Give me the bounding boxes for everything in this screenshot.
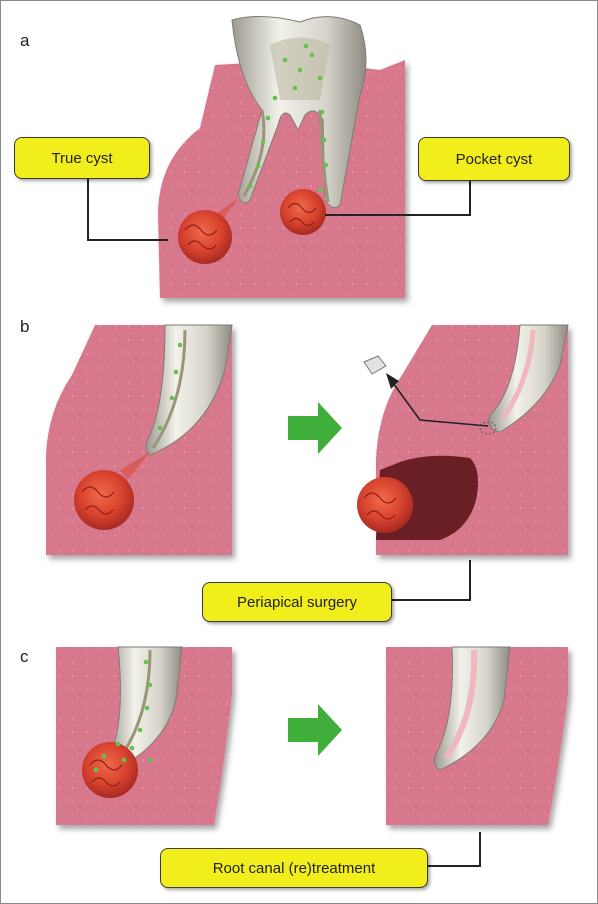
true-cyst-lesion (178, 210, 232, 264)
pocket-cyst-lesion (280, 189, 326, 235)
root-filling (443, 649, 478, 760)
bacteria-dots (247, 43, 329, 193)
removed-cyst (357, 477, 413, 533)
cyst-lesion (82, 742, 138, 798)
panel-b-after-artwork (357, 324, 569, 555)
panel-letter-c: c (20, 647, 29, 666)
root-tip-fragment (363, 355, 387, 375)
pointer-arrow-line (392, 382, 489, 427)
resection-site (479, 421, 497, 435)
pocket-cyst-leader (325, 178, 471, 216)
process-arrow-icon (288, 402, 342, 454)
root-canal-retreatment-label: Root canal (re)treatment (160, 848, 428, 888)
cyst-lesion (74, 470, 134, 530)
pointer-arrow-icon (386, 373, 399, 389)
panel-letter-b: b (20, 317, 30, 336)
true-cyst-leader (87, 176, 168, 241)
panel-c-after-artwork (386, 646, 568, 825)
panel-b-before-artwork (46, 324, 233, 555)
panel-letter-a: a (20, 31, 30, 50)
treated-root (434, 646, 511, 771)
periapical-surgery-label: Periapical surgery (202, 582, 392, 622)
process-arrow-icon (288, 704, 342, 756)
panel-c-before-artwork (56, 646, 232, 825)
periapical-surgery-leader (392, 560, 471, 601)
true-cyst-label: True cyst (14, 137, 150, 179)
panel-a-artwork (87, 15, 471, 298)
root-canal-retreatment-leader (428, 832, 481, 867)
pocket-cyst-label: Pocket cyst (418, 137, 570, 181)
